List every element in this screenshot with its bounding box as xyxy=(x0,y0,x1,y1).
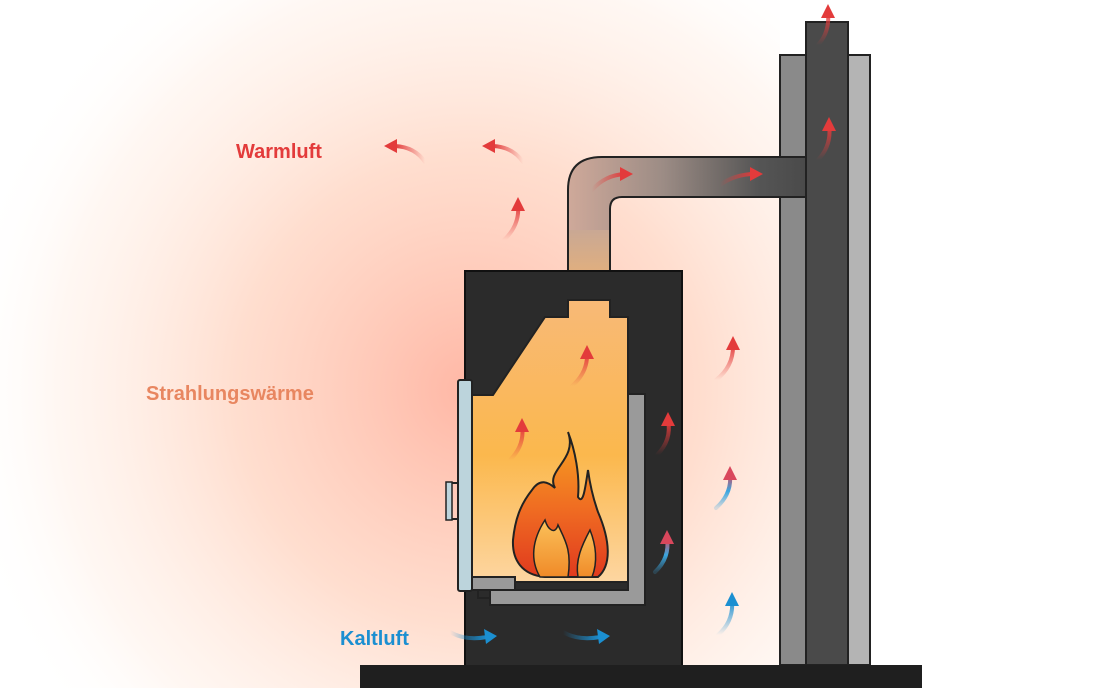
warm-air-left-arrows xyxy=(393,144,525,164)
warm-air-label: Warmluft xyxy=(236,141,322,163)
cold-air-inflow-arrows xyxy=(448,630,602,641)
door-handle xyxy=(445,481,453,521)
stove-door xyxy=(445,379,473,592)
warm-air-arrow-heads xyxy=(511,4,836,432)
radiant-heat-label: Strahlungswärme xyxy=(146,383,314,405)
fire-icon xyxy=(511,431,609,578)
floor xyxy=(360,665,922,688)
cold-air-label: Kaltluft xyxy=(340,628,409,650)
chimney xyxy=(779,21,871,666)
